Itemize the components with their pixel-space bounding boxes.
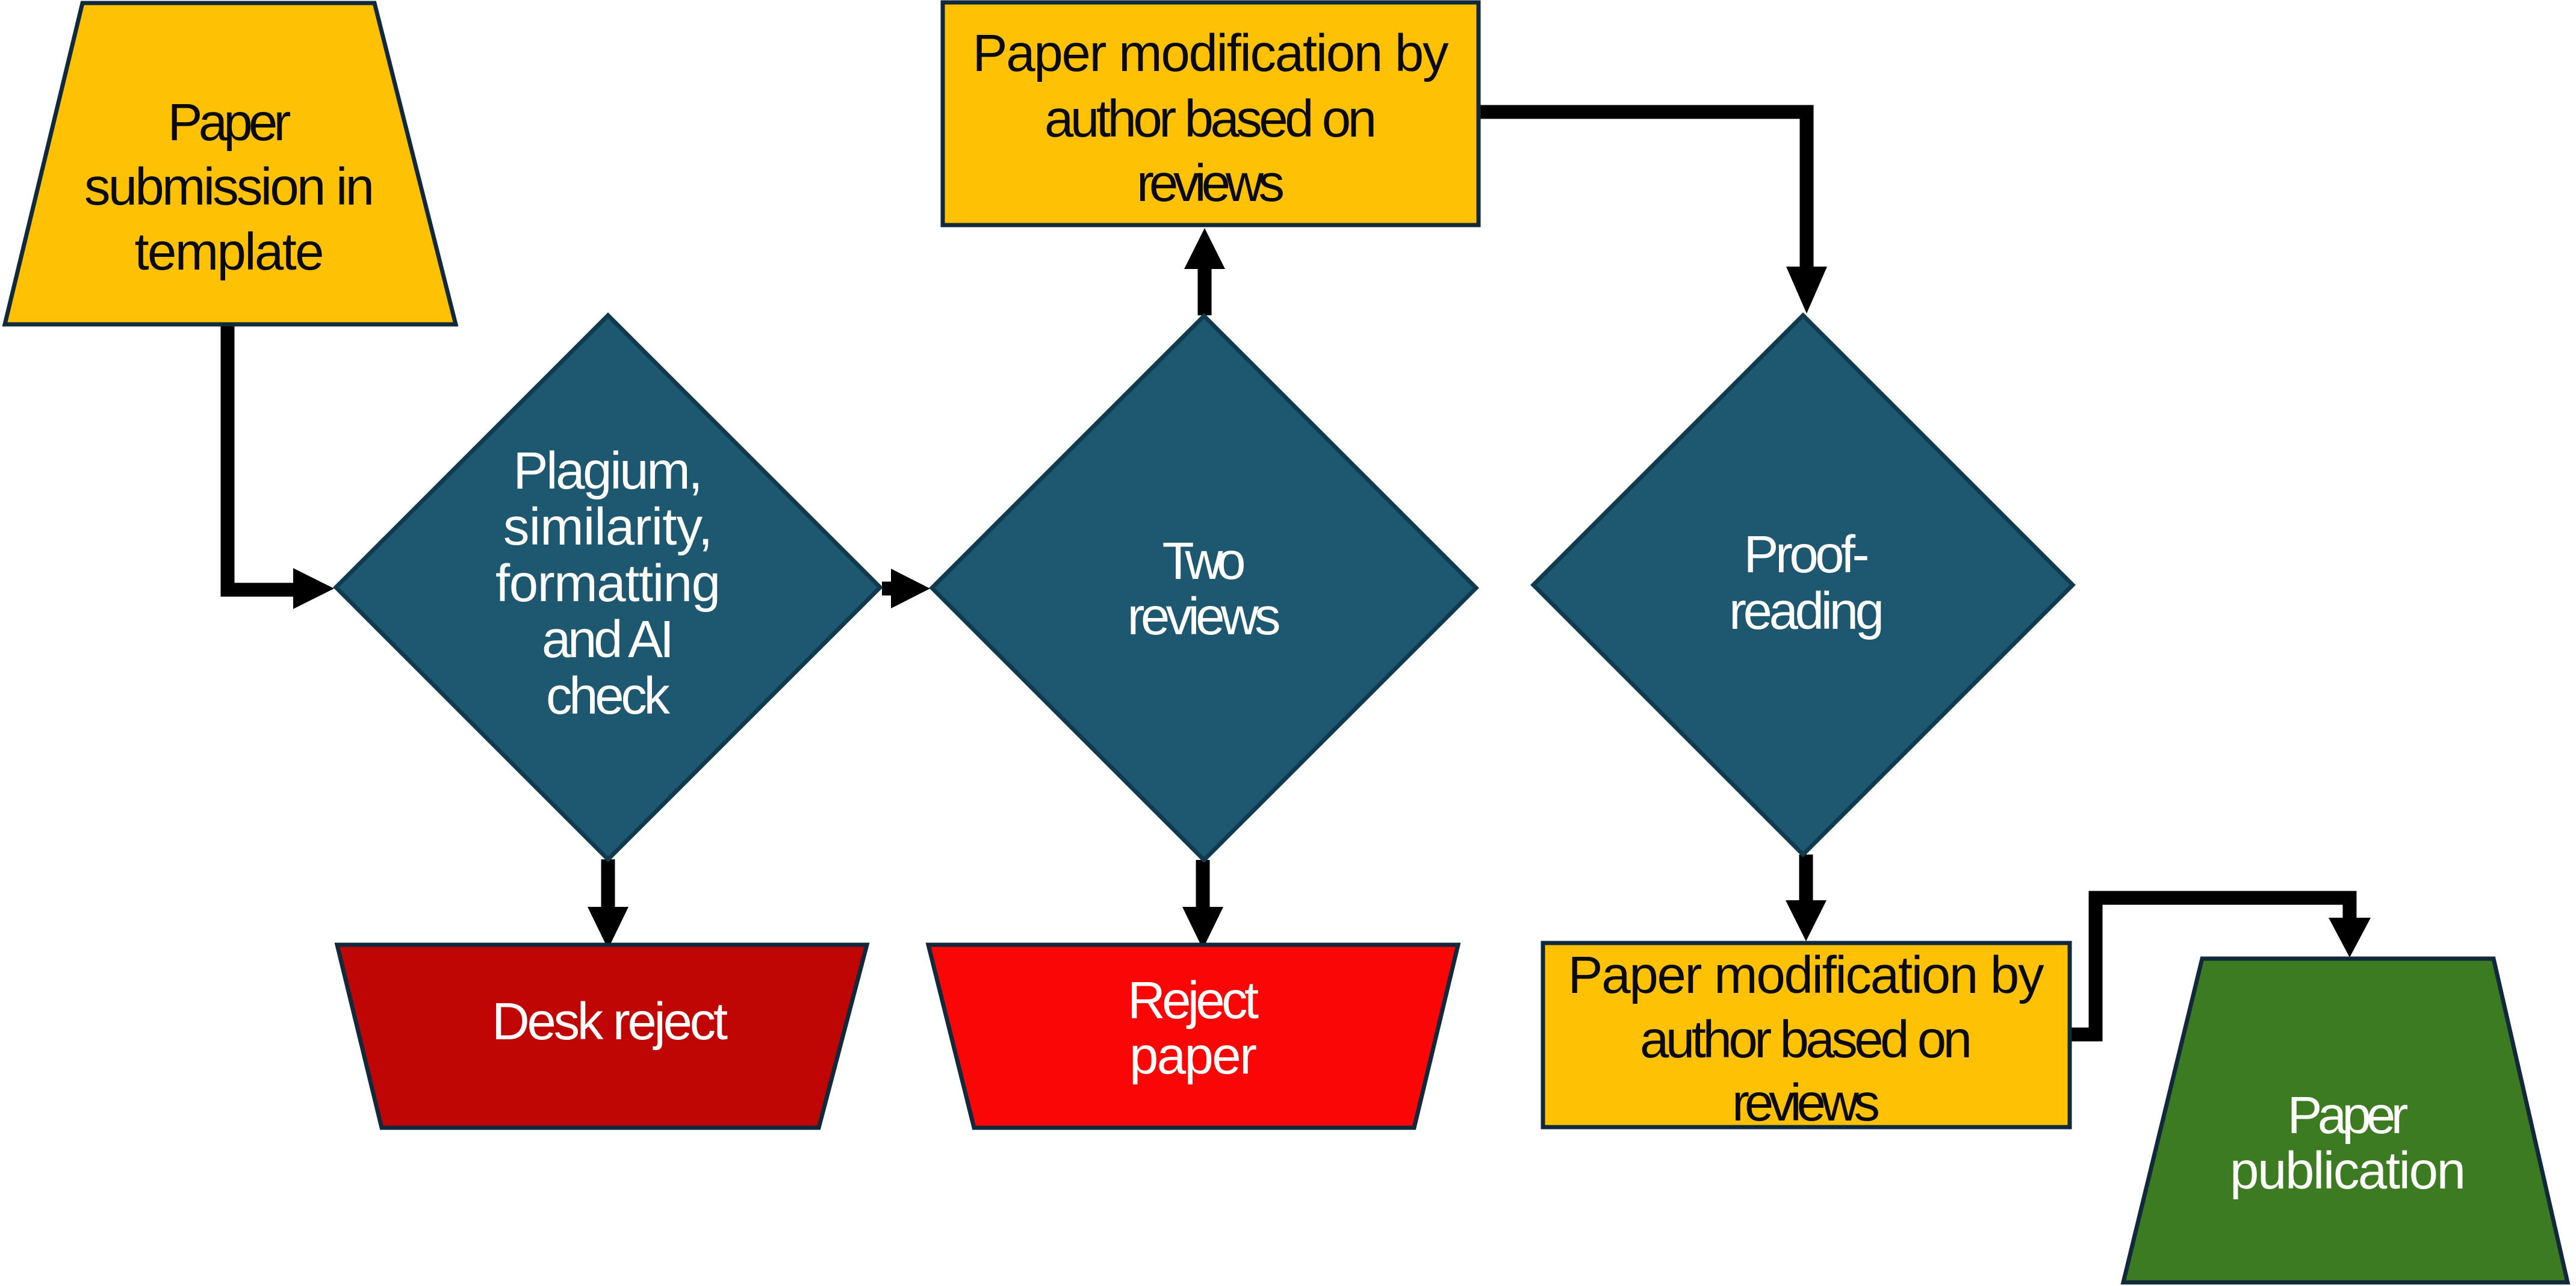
svg-text:Reject: Reject bbox=[1128, 971, 1259, 1030]
svg-text:Paper modification by: Paper modification by bbox=[973, 24, 1450, 82]
svg-text:author based on: author based on bbox=[1640, 1010, 1972, 1069]
svg-text:Plagium,: Plagium, bbox=[514, 442, 703, 500]
svg-text:Proof-: Proof- bbox=[1744, 525, 1870, 584]
svg-text:submission in: submission in bbox=[84, 158, 374, 216]
svg-text:reviews: reviews bbox=[1128, 587, 1281, 646]
svg-text:template: template bbox=[135, 223, 324, 281]
svg-text:paper: paper bbox=[1129, 1027, 1257, 1085]
svg-text:reviews: reviews bbox=[1137, 154, 1285, 212]
svg-text:and AI: and AI bbox=[542, 610, 674, 669]
svg-text:Paper: Paper bbox=[2288, 1086, 2409, 1145]
svg-text:publication: publication bbox=[2230, 1142, 2466, 1200]
svg-text:Paper: Paper bbox=[168, 93, 291, 152]
svg-text:Desk reject: Desk reject bbox=[492, 992, 728, 1051]
svg-text:Paper modification by: Paper modification by bbox=[1568, 946, 2045, 1004]
svg-text:reviews: reviews bbox=[1732, 1074, 1880, 1132]
svg-text:Two: Two bbox=[1162, 532, 1246, 590]
svg-text:check: check bbox=[546, 667, 671, 725]
svg-text:formatting: formatting bbox=[495, 554, 721, 613]
svg-text:author based on: author based on bbox=[1044, 90, 1377, 148]
svg-text:similarity,: similarity, bbox=[503, 498, 713, 556]
svg-text:reading: reading bbox=[1729, 582, 1884, 640]
